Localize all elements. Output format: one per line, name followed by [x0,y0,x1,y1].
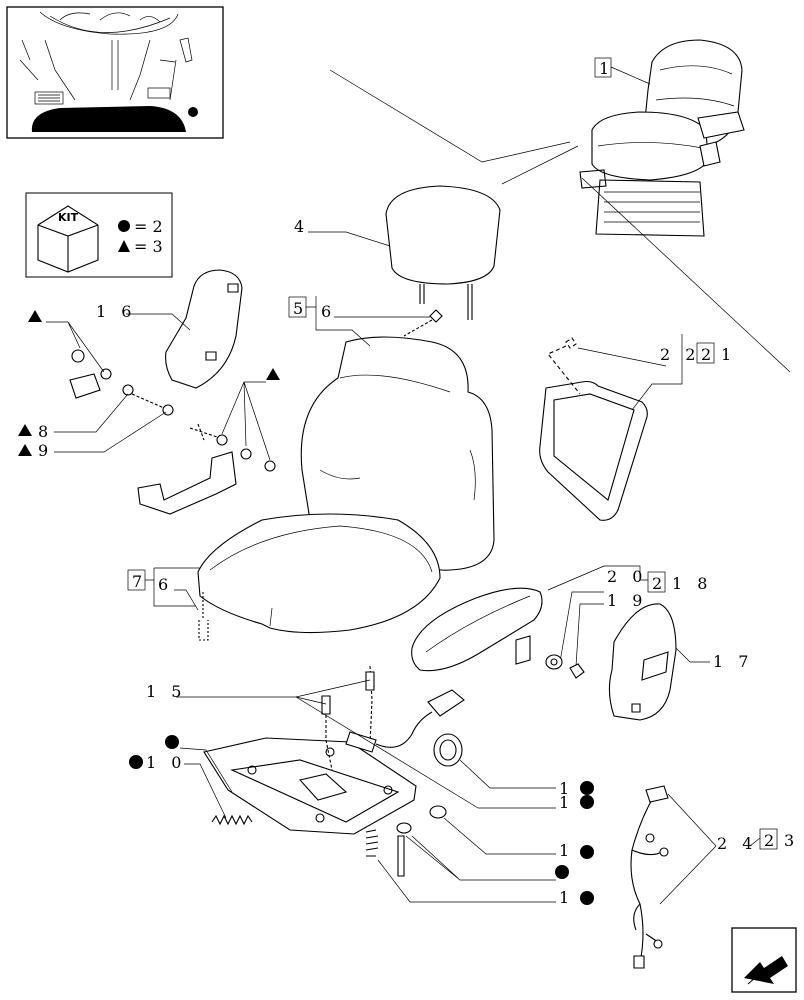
callout-10: 1 0 [146,753,186,772]
callout-23: 3 [784,831,799,850]
rear-cover-illustration [539,337,648,521]
callout-8: 8 [38,422,53,441]
side-panel-left-illustration [165,269,243,389]
callout-16: 1 6 [96,302,136,321]
callout-4: 4 [294,217,309,236]
triangle-symbol-icon [118,240,130,252]
callout-14: 1 [559,888,574,907]
spring-illustration [211,814,379,857]
washer-illustration [545,654,585,679]
bolt-illustration [396,805,447,877]
triangle-marker-icon [266,368,280,380]
callout-1: 1 [599,59,614,78]
callout-21: 1 [721,345,736,364]
base-plate-illustration [203,665,417,835]
callout-11: 1 [559,793,574,812]
callout-24: 2 4 [717,834,757,853]
callout-22: 2 2 [660,345,700,364]
callout-21-box: 2 [701,345,716,364]
kit-box-icon [37,205,99,273]
circle-marker-icon [555,865,569,879]
callout-7: 7 [132,572,147,591]
callout-18-box: 2 [652,574,667,593]
backrest-illustration [300,336,495,571]
tractor-cab-locator-icon [6,6,224,139]
headrest-illustration [385,185,501,320]
screw-illustration [403,309,443,337]
complete-seat-illustration [579,39,745,237]
circle-marker-icon [580,781,594,795]
callout-17: 1 7 [713,652,753,671]
clamp-ring-illustration [433,733,463,767]
circle-marker-icon [165,735,179,749]
pin-hardware-illustration [69,349,174,416]
triangle-marker-icon [18,444,32,456]
armrest-illustration [411,587,543,672]
callout-23-box: 2 [764,831,779,850]
seat-cushion-illustration [197,513,441,641]
callout-6-top: 6 [321,302,336,321]
circle-marker-icon [580,845,594,859]
callout-20: 2 0 [607,567,647,586]
wiring-harness-illustration [630,785,669,969]
seat-belt-bracket-illustration [137,423,276,515]
kit-title: KIT [58,211,79,224]
callout-13: 1 [559,841,574,860]
callout-12: 1 [559,779,574,798]
callout-15: 1 5 [146,682,186,701]
callout-5: 5 [293,299,308,318]
circle-marker-icon [129,755,143,769]
callout-18: 1 8 [672,574,712,593]
diagram-divider-line [329,69,791,373]
circle-marker-icon [580,795,594,809]
triangle-marker-icon [28,310,42,322]
kit-legend: KIT = 2 = 3 [25,192,173,278]
callout-9: 9 [38,441,53,460]
callout-19: 1 9 [607,591,647,610]
circle-marker-icon [580,891,594,905]
side-panel-right-illustration [608,603,677,721]
seat-switch-illustration [345,689,465,753]
triangle-marker-icon [18,424,32,436]
kit-triangle-value: = 3 [134,237,163,256]
kit-circle-value: = 2 [134,217,163,236]
circle-symbol-icon [118,220,130,232]
next-page-arrow-icon[interactable] [731,927,797,993]
callout-6-front: 6 [158,575,173,594]
